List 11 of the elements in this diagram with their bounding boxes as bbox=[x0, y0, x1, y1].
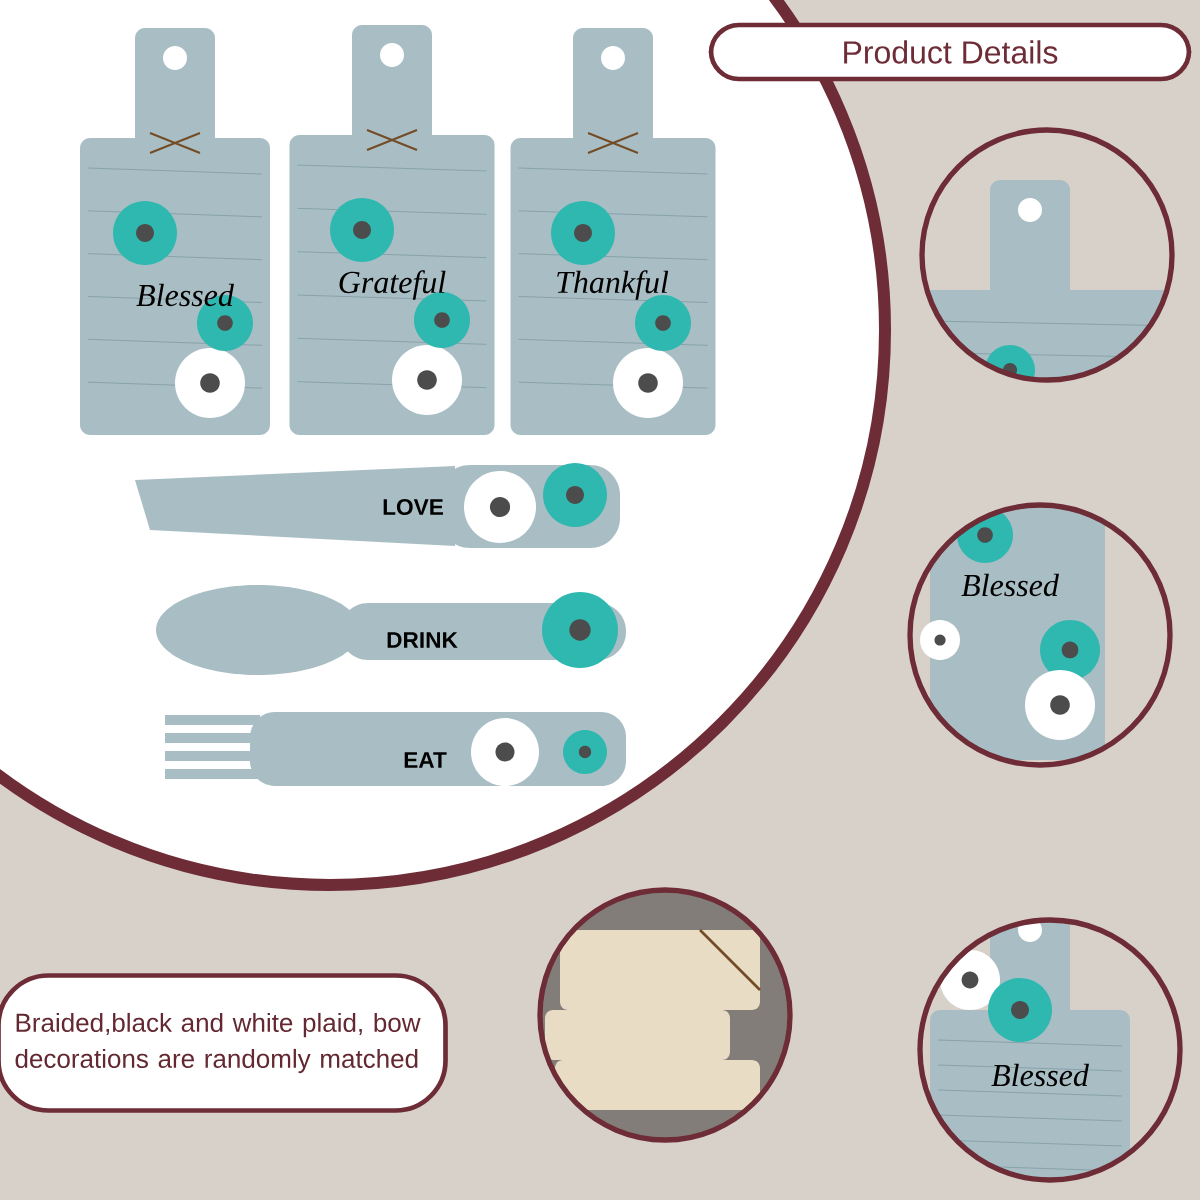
printed-word: Blessed bbox=[961, 573, 1059, 597]
printed-word: EAT bbox=[404, 752, 447, 768]
note-box: Braided,black and white plaid, bow decorations are randomly matched bbox=[0, 973, 448, 1113]
printed-word: Blessed bbox=[136, 283, 234, 307]
printed-word: Thankful bbox=[557, 270, 669, 300]
title-box: Product Details bbox=[708, 22, 1192, 82]
printed-word: LOVE bbox=[383, 499, 443, 516]
printed-word: Grateful bbox=[339, 270, 446, 300]
printed-word: Blessed bbox=[991, 1063, 1089, 1087]
node-label: Product Details bbox=[844, 40, 1058, 64]
printed-word: DRINK bbox=[387, 632, 458, 648]
